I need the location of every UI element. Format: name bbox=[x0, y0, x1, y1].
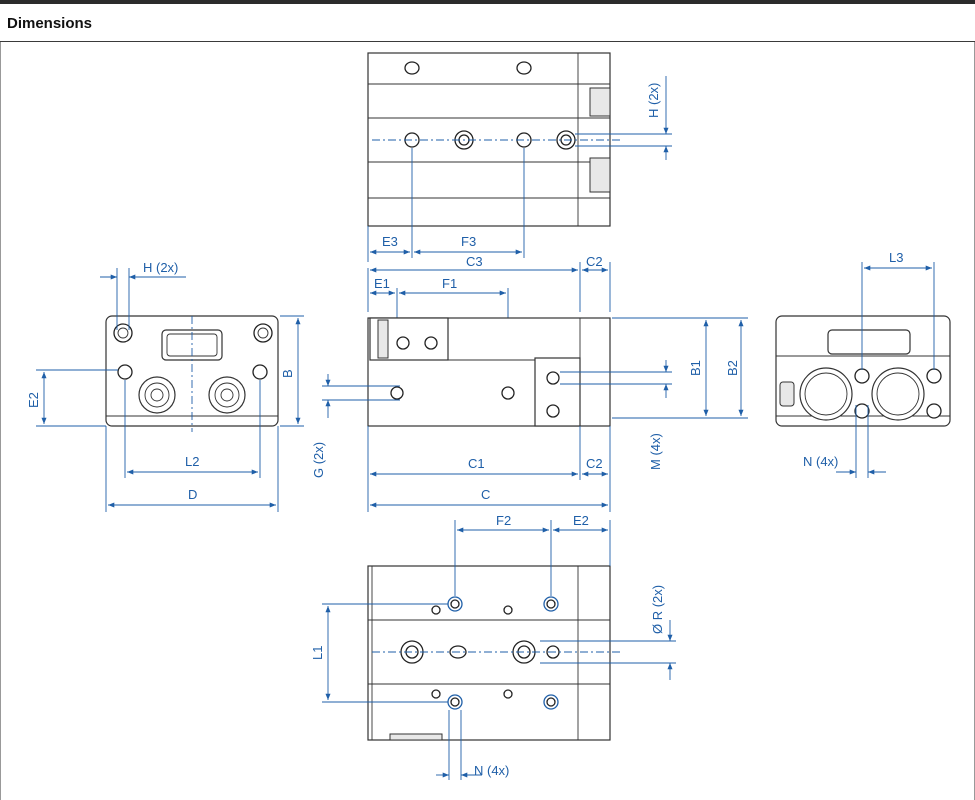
left-end-view bbox=[105, 315, 279, 432]
label-e2-bottom: E2 bbox=[573, 513, 589, 528]
label-d: D bbox=[188, 487, 197, 502]
label-l1: L1 bbox=[310, 646, 325, 660]
top-accent-bar bbox=[0, 0, 975, 4]
dim-l2-d: L2 D bbox=[105, 380, 279, 512]
section-title: Dimensions bbox=[7, 15, 93, 32]
label-h-2x-left: H (2x) bbox=[143, 260, 178, 275]
label-m-4x: M (4x) bbox=[648, 433, 663, 470]
label-r-2x: Ø R (2x) bbox=[650, 585, 665, 634]
dim-g: G (2x) bbox=[311, 374, 400, 478]
dim-c3-c2: C3 C2 bbox=[370, 254, 611, 312]
dim-n-right: N (4x) bbox=[803, 405, 886, 478]
bottom-view bbox=[367, 565, 620, 741]
label-c2-bottom: C2 bbox=[586, 456, 603, 471]
dim-h-top: H (2x) bbox=[575, 76, 672, 160]
label-e3: E3 bbox=[382, 234, 398, 249]
right-end-view bbox=[775, 315, 951, 427]
label-b1: B1 bbox=[688, 360, 703, 376]
label-f3: F3 bbox=[461, 234, 476, 249]
label-f1: F1 bbox=[442, 276, 457, 291]
dim-f2-e2: F2 E2 bbox=[454, 513, 611, 596]
label-n-4x-bottom: N (4x) bbox=[474, 763, 509, 778]
dim-c1-c2-c: C1 C2 C bbox=[367, 426, 611, 512]
label-l2: L2 bbox=[185, 454, 199, 469]
label-e1: E1 bbox=[374, 276, 390, 291]
label-f2: F2 bbox=[496, 513, 511, 528]
label-l3: L3 bbox=[889, 250, 903, 265]
dim-e2-left: E2 bbox=[26, 369, 118, 427]
label-c2-top: C2 bbox=[586, 254, 603, 269]
label-g-2x: G (2x) bbox=[311, 442, 326, 478]
dim-r: Ø R (2x) bbox=[540, 585, 676, 680]
label-h-2x-top: H (2x) bbox=[646, 83, 661, 118]
dim-e3-f3: E3 F3 bbox=[367, 148, 525, 262]
dim-l1: L1 bbox=[310, 603, 448, 703]
label-n-4x-right: N (4x) bbox=[803, 454, 838, 469]
dim-b1-b2-m: B1 B2 M (4x) bbox=[560, 317, 748, 470]
label-c: C bbox=[481, 487, 490, 502]
dim-h-left: H (2x) bbox=[100, 260, 186, 330]
top-view bbox=[367, 52, 620, 227]
label-e2-left: E2 bbox=[26, 392, 41, 408]
label-b2: B2 bbox=[725, 360, 740, 376]
section-header: Dimensions bbox=[0, 4, 975, 42]
label-c1: C1 bbox=[468, 456, 485, 471]
dim-n-bottom: N (4x) bbox=[436, 710, 509, 780]
dim-b: B bbox=[280, 315, 304, 427]
label-b: B bbox=[280, 369, 295, 378]
label-c3: C3 bbox=[466, 254, 483, 269]
dim-l3: L3 bbox=[861, 250, 935, 370]
